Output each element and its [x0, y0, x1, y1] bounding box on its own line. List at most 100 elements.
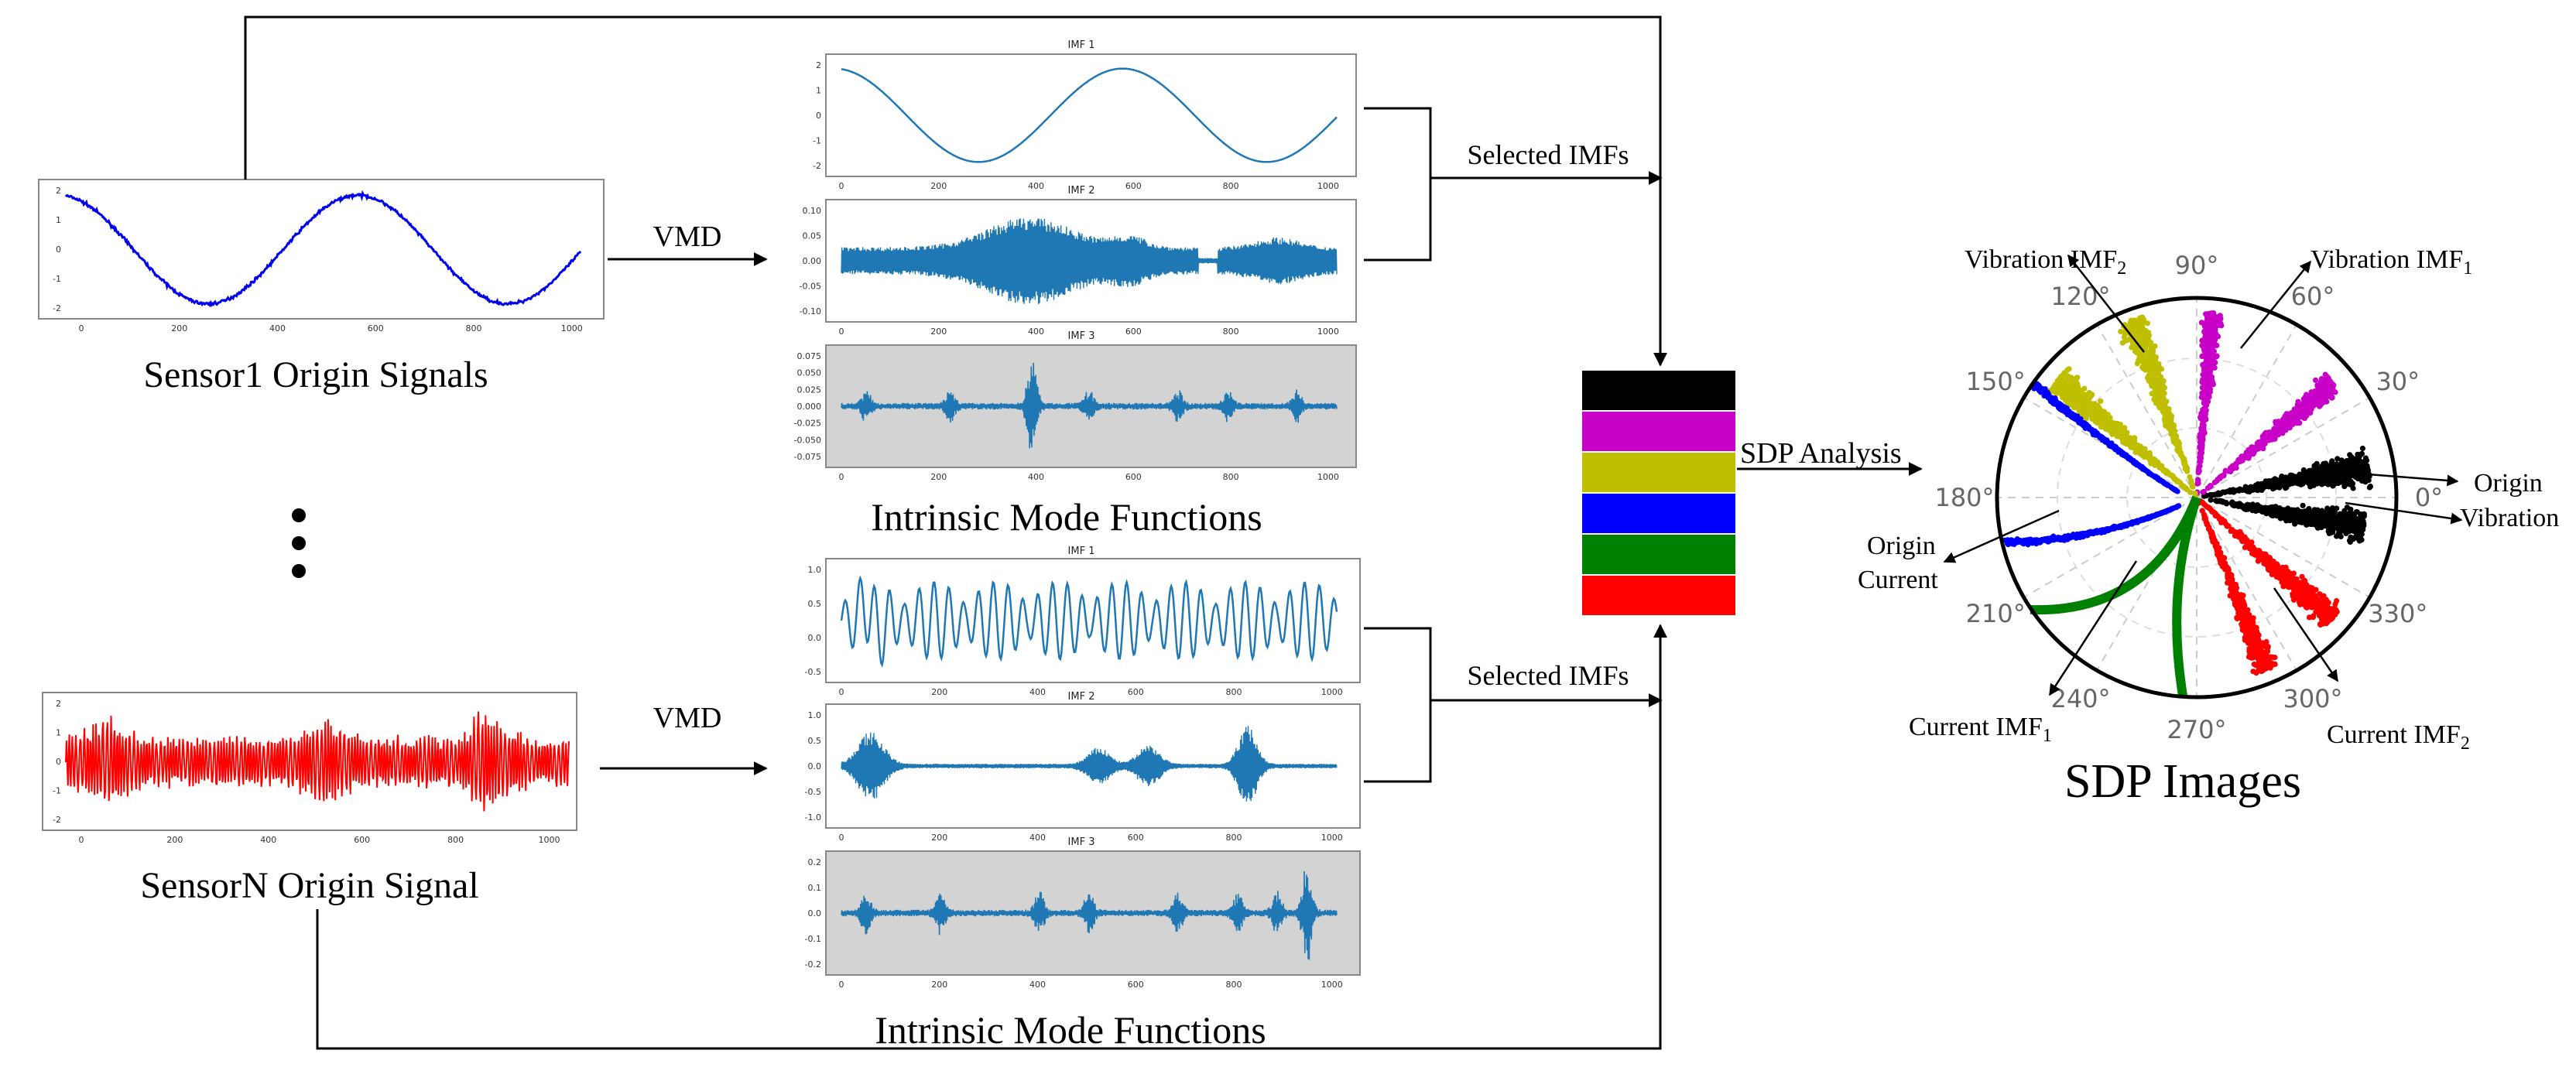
x-tick-label: 0 — [839, 472, 844, 482]
y-tick-label: 0.1 — [808, 883, 822, 893]
y-tick-label: 0.075 — [797, 351, 822, 361]
x-tick-label: 600 — [368, 323, 384, 333]
label-vibration-imf1: Vibration IMF1 — [2311, 245, 2472, 279]
x-tick-label: 600 — [354, 835, 370, 845]
y-tick-label: -1.0 — [805, 812, 821, 823]
x-tick-label: 400 — [1029, 833, 1046, 843]
polar-angle-label: 240° — [2050, 684, 2110, 713]
origin-bypass-top — [244, 15, 1667, 367]
x-tick-label: 0 — [839, 327, 844, 337]
x-tick-label: 200 — [171, 323, 187, 333]
ellipsis-dots — [292, 508, 306, 578]
imf-top-2-title: IMF 2 — [1068, 185, 1095, 197]
imf-bottom-1-line — [840, 575, 1338, 668]
y-tick-label: 0 — [56, 757, 61, 767]
y-tick-label: -0.075 — [794, 452, 821, 462]
imf-bottom-2-line — [841, 726, 1338, 802]
x-tick-label: 800 — [466, 323, 482, 333]
channel-color-stack — [1581, 369, 1737, 617]
y-tick-label: 2 — [56, 699, 61, 709]
sensorN-signal-line — [65, 711, 570, 812]
channel-color-block — [1581, 451, 1737, 494]
imf-bottom-2-title: IMF 2 — [1068, 691, 1095, 703]
polar-angle-label: 60° — [2291, 282, 2335, 311]
imf-bottom-caption: Intrinsic Mode Functions — [875, 1008, 1266, 1052]
vmd-top-label: VMD — [653, 221, 722, 253]
x-tick-label: 800 — [447, 835, 464, 845]
sensorN-caption: SensorN Origin Signal — [140, 865, 478, 906]
sdp-petal — [2197, 498, 2340, 628]
y-tick-label: -0.1 — [805, 934, 821, 944]
sdp-petal — [2030, 495, 2201, 696]
sdp-petal — [2208, 497, 2367, 546]
sdp-petal — [2047, 366, 2198, 500]
channel-color-block — [1581, 533, 1737, 576]
label-origin-vibration-line1: Origin — [2474, 469, 2543, 498]
imf-top-1-line — [841, 67, 1338, 163]
selected-imfs-bottom-label: Selected IMFs — [1468, 660, 1629, 691]
y-tick-label: 2 — [56, 186, 61, 196]
selected-imfs-top-connector — [1364, 107, 1663, 262]
x-tick-label: 0 — [839, 687, 844, 697]
imf-bottom-1-title: IMF 1 — [1068, 546, 1095, 557]
y-tick-label: 0.0 — [808, 633, 822, 643]
imf-top-3-title: IMF 3 — [1068, 330, 1095, 342]
sdp-analysis-label: SDP Analysis — [1740, 437, 1902, 470]
x-tick-label: 200 — [931, 687, 947, 697]
x-tick-label: 1000 — [1317, 181, 1339, 191]
x-tick-label: 0 — [79, 835, 84, 845]
sdp-petal — [2118, 314, 2198, 497]
sensor1-signal-line — [64, 190, 582, 308]
polar-angle-label: 30° — [2376, 367, 2420, 396]
y-tick-label: 1 — [56, 215, 61, 225]
sdp-polar-plot: 0°30°60°90°120°150°180°210°240°270°300°3… — [1934, 251, 2443, 744]
y-tick-label: 0.05 — [803, 231, 822, 241]
x-tick-label: 200 — [930, 472, 947, 482]
selected-imfs-bottom-connector — [1364, 627, 1663, 783]
x-tick-label: 600 — [1128, 687, 1144, 697]
sdp-petal — [2194, 310, 2225, 497]
x-tick-label: 1000 — [1321, 833, 1343, 843]
polar-angle-label: 300° — [2283, 684, 2342, 713]
origin-bypass-bottom — [316, 624, 1667, 1050]
x-tick-label: 200 — [930, 181, 947, 191]
channel-color-block — [1581, 492, 1737, 535]
label-origin-current-line2: Current — [1858, 566, 1938, 594]
y-tick-label: -1 — [813, 136, 821, 146]
x-tick-label: 600 — [1125, 472, 1142, 482]
selected-imfs-top-label: Selected IMFs — [1468, 139, 1629, 170]
x-tick-label: 200 — [931, 980, 947, 990]
channel-color-block — [1581, 574, 1737, 617]
y-tick-label: 0.025 — [797, 385, 822, 395]
x-tick-label: 200 — [931, 833, 947, 843]
y-tick-label: -1 — [53, 274, 61, 284]
y-tick-label: -2 — [53, 815, 61, 825]
y-tick-label: -0.050 — [794, 435, 821, 445]
y-tick-label: 1.0 — [808, 565, 822, 575]
channel-color-block — [1581, 410, 1737, 453]
y-tick-label: -0.5 — [805, 787, 821, 797]
sdp-petal — [2200, 371, 2338, 495]
y-tick-label: 0.00 — [803, 256, 822, 266]
y-tick-label: -0.05 — [800, 282, 821, 292]
y-tick-label: 0.10 — [803, 206, 822, 216]
polar-angle-label: 90° — [2175, 251, 2219, 280]
polar-angle-label: 210° — [1966, 599, 2026, 628]
x-tick-label: 1000 — [1317, 327, 1339, 337]
x-tick-label: 400 — [260, 835, 276, 845]
polar-angle-label: 150° — [1966, 367, 2026, 396]
x-tick-label: 400 — [1029, 687, 1046, 697]
sdp-petal — [2201, 445, 2373, 499]
y-tick-label: 0.0 — [808, 908, 822, 918]
x-tick-label: 1000 — [561, 323, 583, 333]
polar-angle-label: 180° — [1934, 483, 1994, 512]
sdp-petal — [2196, 500, 2278, 676]
channel-color-block — [1581, 369, 1737, 412]
y-tick-label: 0.000 — [797, 402, 822, 412]
polar-angle-label: 0° — [2415, 483, 2443, 512]
x-tick-label: 400 — [1029, 980, 1046, 990]
